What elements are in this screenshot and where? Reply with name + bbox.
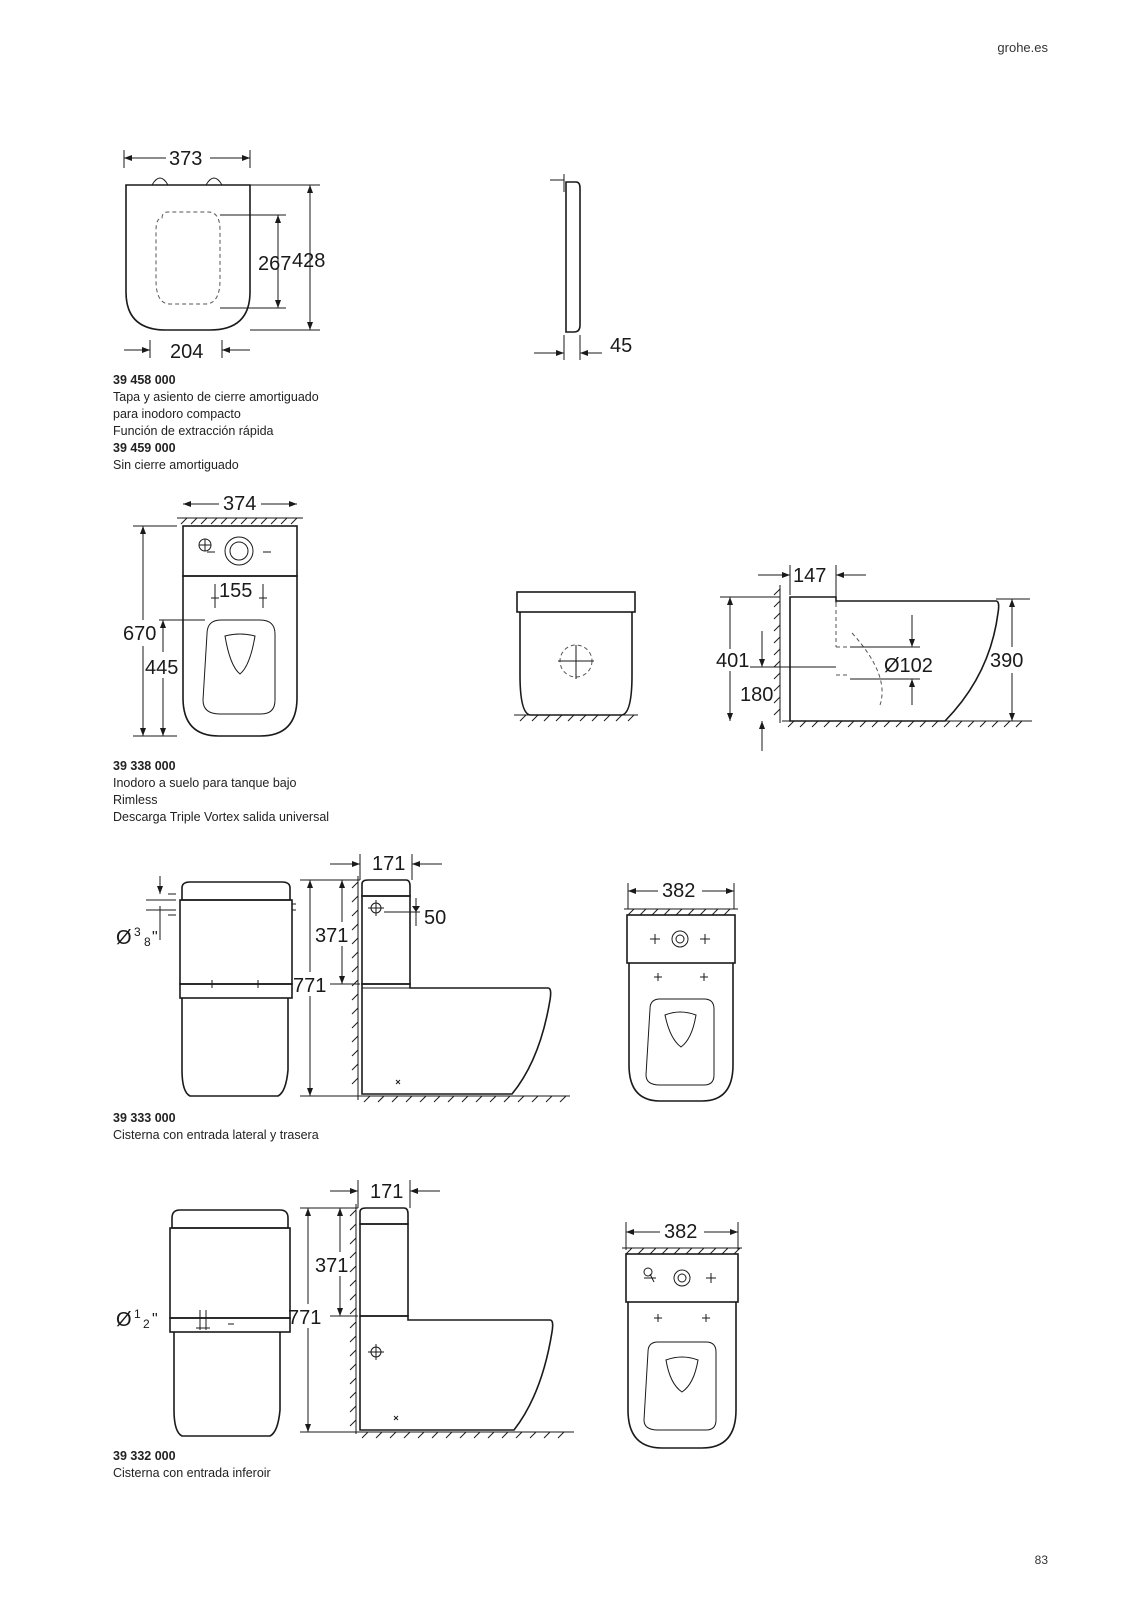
dim-wc-fix-spacing: 155: [219, 580, 252, 602]
dim-seat-inner-width: 204: [170, 341, 203, 363]
wc-front-drawing: 374 155 670 445: [123, 493, 303, 737]
dim-wc-outlet-diameter: Ø102: [884, 655, 933, 677]
dim-wc-bowl-height: 390: [990, 650, 1023, 672]
dim-cistern2-inlet-den: 2: [143, 1317, 150, 1331]
dim-seat-thickness: 45: [610, 335, 632, 357]
dim-wc-outlet-low: 180: [740, 684, 773, 706]
dim-wc-depth: 147: [793, 565, 826, 587]
dim-wc-seat-height: 445: [145, 657, 178, 679]
dim-cistern2-width: 382: [664, 1221, 697, 1243]
wc-back-drawing: [514, 591, 638, 722]
product-desc-line: Rimless: [113, 793, 158, 807]
dim-cistern1-width: 382: [662, 880, 695, 902]
dim-cistern1-tank-height: 371: [315, 925, 348, 947]
caption-seat: 39 458 000 Tapa y asiento de cierre amor…: [113, 372, 319, 474]
dim-cistern2-total-height: 771: [288, 1307, 321, 1329]
dim-cistern1-inlet-symbol: Ø: [116, 927, 132, 949]
seat-side-drawing: 45: [534, 174, 632, 360]
dim-cistern2-depth: 171: [370, 1181, 403, 1203]
caption-cistern1: 39 333 000 Cisterna con entrada lateral …: [113, 1110, 319, 1144]
dim-cistern1-inlet-num: 3: [134, 925, 141, 939]
cistern2-side-drawing: 171 371 771: [288, 1180, 574, 1439]
product-desc-line: Cisterna con entrada inferoir: [113, 1466, 271, 1480]
dim-cistern2-inlet-num: 1: [134, 1307, 141, 1321]
cistern2-top-drawing: 382: [622, 1221, 742, 1449]
dim-cistern1-inlet-offset: 50: [424, 907, 446, 929]
page-number: 83: [1034, 1553, 1048, 1567]
cistern1-front-drawing: Ø 3 8 ": [116, 876, 296, 1097]
seat-top-drawing: 373 267 428 204: [123, 148, 325, 363]
dim-cistern2-inlet-symbol: Ø: [116, 1309, 132, 1331]
product-code: 39 333 000: [113, 1111, 176, 1125]
product-code: 39 332 000: [113, 1449, 176, 1463]
dim-wc-height: 670: [123, 623, 156, 645]
cistern1-side-drawing: 171 50 371 771: [293, 853, 570, 1103]
dim-wc-width: 374: [223, 493, 256, 515]
dim-cistern1-depth: 171: [372, 853, 405, 875]
dim-cistern1-total-height: 771: [293, 975, 326, 997]
dim-cistern2-inlet-unit: ": [152, 1311, 158, 1328]
cistern2-front-drawing: Ø 1 2 ": [116, 1209, 291, 1437]
caption-wc: 39 338 000 Inodoro a suelo para tanque b…: [113, 758, 329, 826]
product-desc-line: Tapa y asiento de cierre amortiguado: [113, 390, 319, 404]
dim-seat-width: 373: [169, 148, 202, 170]
product-code: 39 458 000: [113, 373, 176, 387]
dim-seat-height: 428: [292, 250, 325, 272]
product-desc-line: Función de extracción rápida: [113, 424, 274, 438]
dim-cistern1-inlet-den: 8: [144, 935, 151, 949]
dim-wc-outlet-height: 401: [716, 650, 749, 672]
product-desc-line: Sin cierre amortiguado: [113, 458, 239, 472]
dim-seat-inner-height: 267: [258, 253, 291, 275]
dim-cistern2-tank-height: 371: [315, 1255, 348, 1277]
header-url: grohe.es: [997, 40, 1048, 55]
caption-cistern2: 39 332 000 Cisterna con entrada inferoir: [113, 1448, 271, 1482]
product-desc-line: Descarga Triple Vortex salida universal: [113, 810, 330, 824]
dim-cistern1-inlet-unit: ": [152, 929, 158, 946]
product-desc-line: Cisterna con entrada lateral y trasera: [113, 1128, 319, 1142]
product-code: 39 338 000: [113, 759, 176, 773]
wc-side-drawing: 147 Ø102 401 180 390: [716, 565, 1032, 751]
product-desc-line: Inodoro a suelo para tanque bajo: [113, 776, 297, 790]
product-desc-line: para inodoro compacto: [113, 407, 241, 421]
product-code: 39 459 000: [113, 441, 176, 455]
cistern1-top-drawing: 382: [624, 880, 738, 1102]
